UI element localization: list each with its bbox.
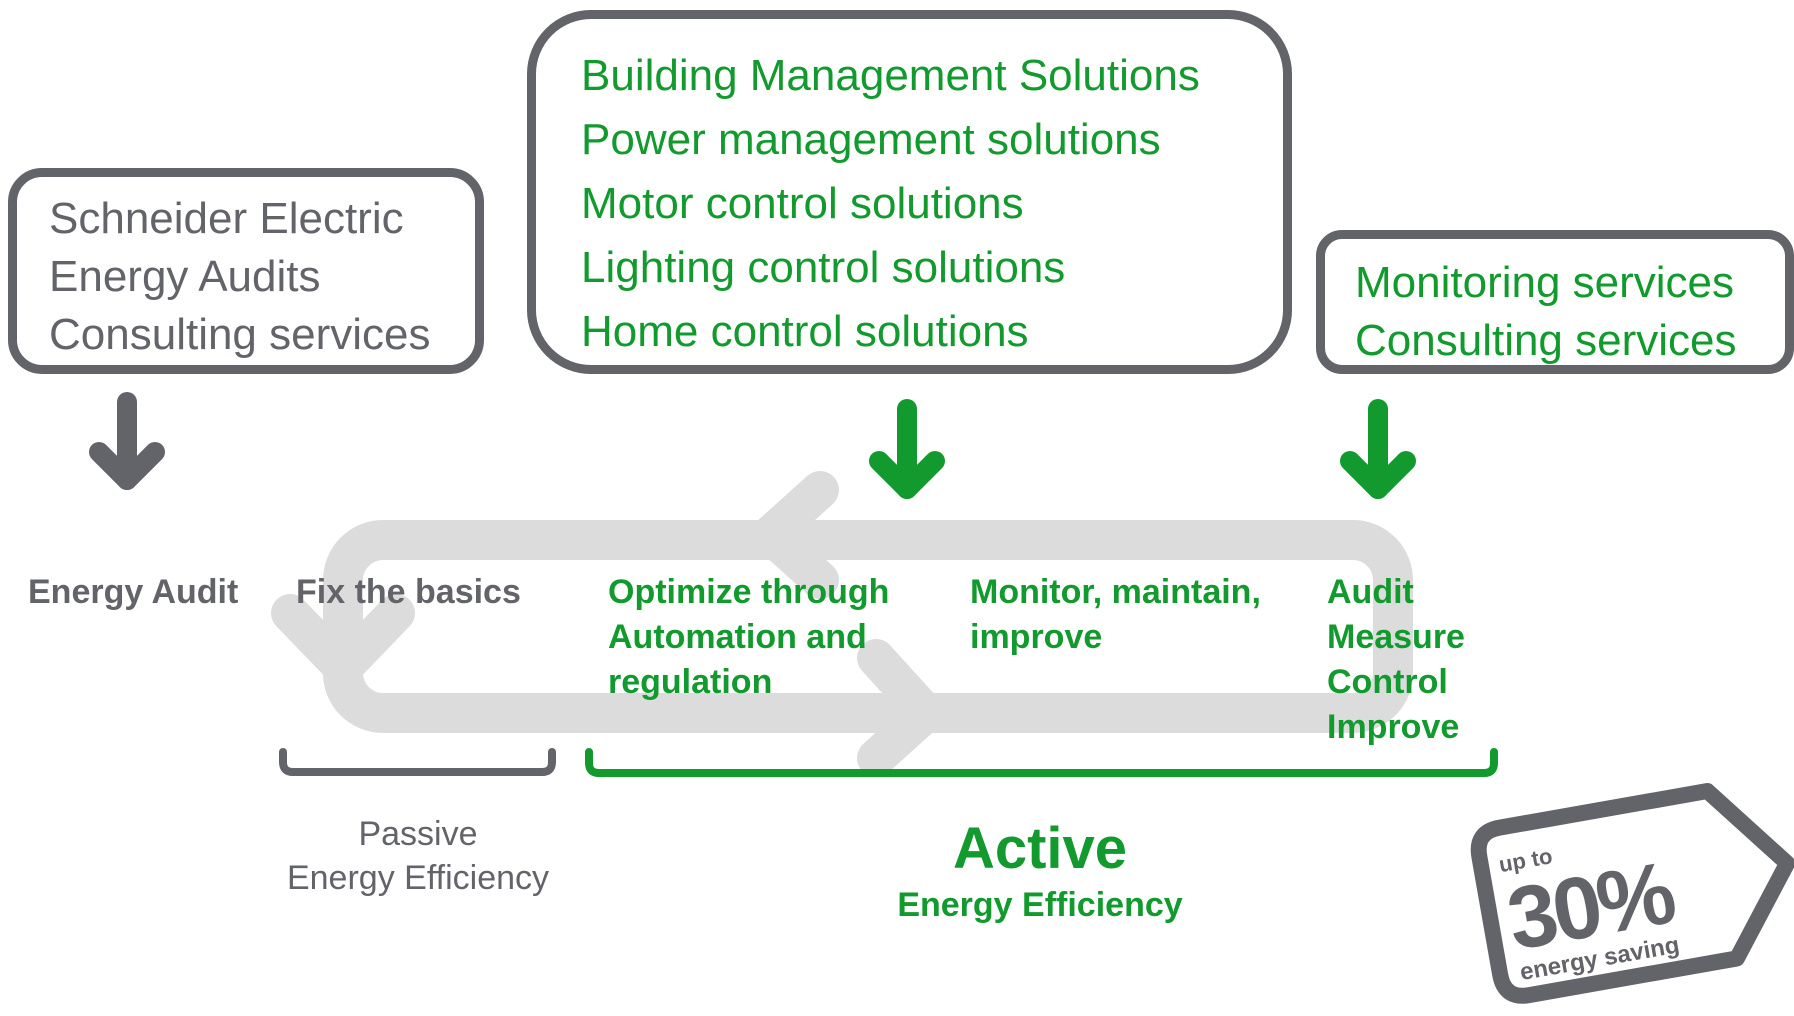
cycle-arrowhead-top (751, 471, 839, 599)
cycle-arrowhead-bottom (857, 639, 945, 777)
audit-box-line-3: Consulting services (49, 310, 431, 359)
step-optimize-line-3: regulation (608, 663, 773, 701)
step-audit-cycle: Audit Measure Control Improve (1327, 570, 1465, 750)
active-bracket (585, 748, 1498, 777)
solutions-line-4: Lighting control solutions (581, 243, 1066, 292)
solutions-box: Building Management Solutions Power mana… (527, 10, 1292, 374)
monitoring-services-box: Monitoring services Consulting services (1316, 230, 1794, 374)
audit-box-line-2: Energy Audits (49, 252, 321, 301)
passive-bracket (279, 748, 556, 776)
passive-label-line-2: Energy Efficiency (286, 859, 550, 897)
green-down-arrow-icon-right (1340, 399, 1416, 499)
active-title: Active (952, 816, 1128, 881)
step-monitor: Monitor, maintain, improve (970, 570, 1261, 660)
monitoring-box-line-1: Monitoring services (1355, 258, 1735, 307)
step-energy-audit: Energy Audit (28, 573, 239, 611)
audit-services-box: Schneider Electric Energy Audits Consult… (8, 168, 484, 374)
cycle-arrowhead-left (271, 594, 415, 687)
step-optimize-line-2: Automation and (608, 618, 867, 656)
solutions-line-5: Home control solutions (581, 307, 1029, 356)
active-subtitle: Energy Efficiency (897, 886, 1183, 924)
passive-label-line-1: Passive (358, 815, 478, 853)
solutions-line-3: Motor control solutions (581, 179, 1024, 228)
monitoring-box-line-2: Consulting services (1355, 316, 1737, 365)
step-audit-line-3: Control (1327, 663, 1448, 701)
step-optimize-line-1: Optimize through (608, 573, 890, 611)
step-audit-line-2: Measure (1327, 618, 1465, 656)
active-label: Active Energy Efficiency (840, 814, 1240, 926)
step-optimize: Optimize through Automation and regulati… (608, 570, 889, 705)
solutions-line-2: Power management solutions (581, 115, 1161, 164)
passive-label: Passive Energy Efficiency (272, 812, 564, 900)
audit-box-line-1: Schneider Electric (49, 194, 404, 243)
step-audit-line-4: Improve (1327, 708, 1460, 746)
solutions-line-1: Building Management Solutions (581, 51, 1200, 100)
step-monitor-line-1: Monitor, maintain, (970, 573, 1261, 611)
step-audit-line-1: Audit (1327, 573, 1414, 611)
green-down-arrow-icon-center (869, 399, 945, 499)
step-fix-basics: Fix the basics (296, 573, 521, 611)
cycle-loop-track (323, 520, 1413, 733)
step-monitor-line-2: improve (970, 618, 1103, 656)
gray-down-arrow-icon (89, 392, 165, 490)
